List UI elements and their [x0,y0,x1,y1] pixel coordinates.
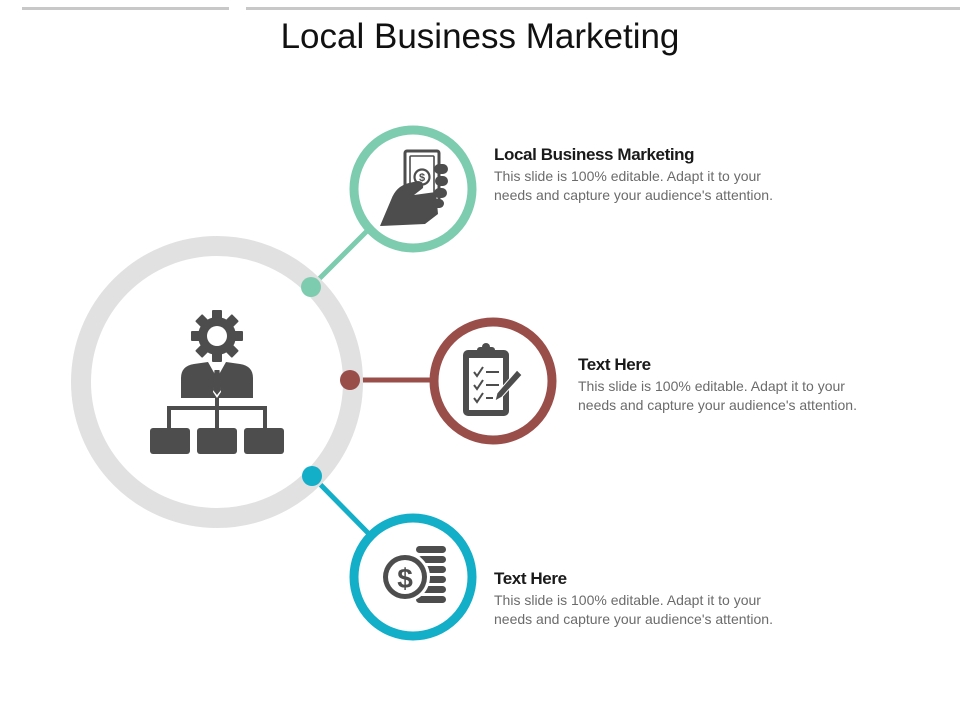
item-heading: Text Here [494,569,567,588]
page-title: Local Business Marketing [280,17,680,56]
connector-bottom [310,474,374,539]
svg-text:$: $ [419,172,425,184]
businessman-gear-org-chart-icon [150,310,284,454]
item-3: Text Here This slide is 100% editable. A… [494,569,874,629]
connector-dot-top [301,277,321,297]
item-2: Text Here This slide is 100% editable. A… [578,355,958,415]
item-body: This slide is 100% editable. Adapt it to… [494,592,773,627]
dollar-coins-icon: $ [380,546,446,603]
item-1: Local Business Marketing This slide is 1… [494,145,874,205]
item-body: This slide is 100% editable. Adapt it to… [578,378,857,413]
top-rule-left [22,7,229,10]
svg-text:$: $ [397,563,413,594]
item-heading: Local Business Marketing [494,145,695,164]
connector-top [309,224,374,289]
clipboard-checklist-icon [463,343,523,416]
connector-dot-middle [340,370,360,390]
item-heading: Text Here [578,355,651,374]
connector-dot-bottom [302,466,322,486]
hand-holding-money-icon: $ [380,149,448,226]
top-rule-right [246,7,960,10]
item-body: This slide is 100% editable. Adapt it to… [494,168,773,203]
